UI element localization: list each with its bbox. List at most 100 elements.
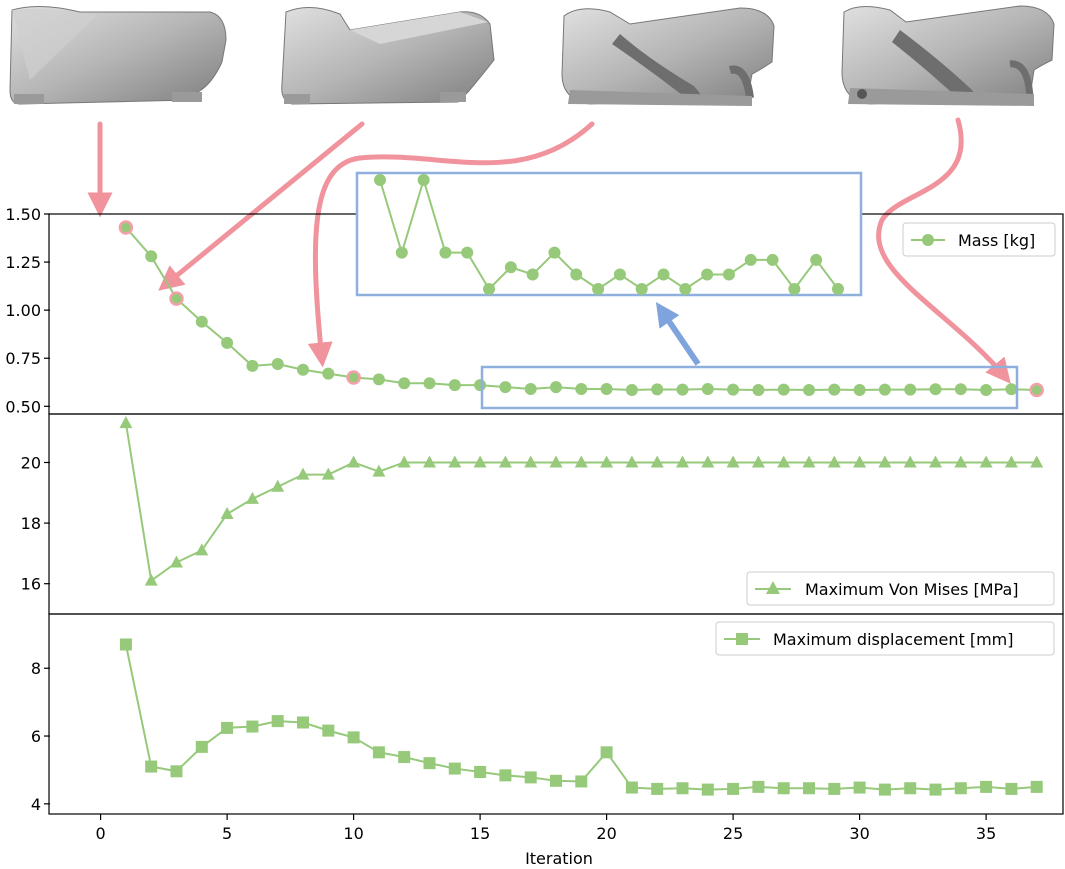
- inset-data-point: [722, 268, 735, 281]
- zoom-region-box: [480, 365, 1019, 410]
- y-tick-label: 4: [31, 795, 41, 814]
- data-point: [701, 783, 714, 796]
- data-point: [170, 765, 183, 778]
- data-point: [929, 383, 942, 396]
- data-point: [625, 455, 639, 468]
- highlighted-point: [1029, 382, 1044, 398]
- legend-stress-label: Maximum Von Mises [MPa]: [805, 580, 1019, 599]
- data-point: [929, 783, 942, 796]
- data-point: [676, 383, 689, 396]
- data-point: [245, 491, 259, 504]
- data-point: [271, 715, 284, 728]
- data-point: [828, 782, 841, 795]
- data-point: [271, 479, 285, 492]
- inset-data-point: [439, 246, 452, 259]
- arrow-iter10: [307, 121, 595, 368]
- data-point: [296, 467, 310, 480]
- data-point: [474, 765, 487, 778]
- data-point: [651, 383, 664, 396]
- data-point: [1004, 455, 1018, 468]
- highlighted-point: [169, 291, 184, 306]
- data-point: [979, 455, 993, 468]
- data-point: [221, 721, 234, 734]
- x-tick-label: 25: [723, 824, 743, 843]
- y-tick-label: 18: [21, 514, 41, 533]
- data-point: [524, 383, 537, 395]
- y-tick-label: 1.50: [5, 205, 41, 224]
- y-tick-label: 16: [21, 575, 41, 594]
- inset-data-point: [483, 283, 496, 295]
- data-point: [271, 358, 284, 370]
- x-tick-label: 5: [222, 824, 232, 843]
- panel-0: 0.500.751.001.251.50: [5, 205, 1044, 416]
- data-point: [473, 455, 487, 468]
- data-point: [474, 379, 487, 392]
- data-point: [878, 783, 891, 796]
- data-point: [322, 367, 335, 380]
- inset-data-point: [395, 246, 408, 259]
- inset-data-point: [613, 268, 626, 281]
- data-point: [195, 315, 208, 328]
- data-point: [448, 762, 461, 775]
- data-point: [524, 771, 537, 784]
- data-point: [170, 555, 183, 568]
- inset-data-point: [570, 268, 583, 281]
- axes-frames: [48, 213, 1064, 815]
- legend-stress: Maximum Von Mises [MPa]: [746, 571, 1055, 606]
- legend-mass: Mass [kg]: [902, 222, 1056, 257]
- data-point: [119, 638, 132, 651]
- inset-data-point: [744, 253, 757, 266]
- data-point: [448, 379, 461, 392]
- data-point: [347, 731, 360, 744]
- inset-data-point: [657, 268, 670, 281]
- series-line: [124, 644, 1037, 791]
- data-point: [246, 720, 259, 733]
- inset-data-point: [526, 268, 539, 281]
- zoom-inset-box: [355, 171, 863, 297]
- x-tick-label: 35: [976, 824, 996, 843]
- data-point: [524, 455, 538, 468]
- data-point: [954, 383, 967, 396]
- data-point: [1005, 782, 1018, 795]
- data-point: [625, 781, 638, 794]
- data-point: [574, 455, 588, 468]
- legend-mass-label: Mass [kg]: [958, 231, 1035, 250]
- data-point: [398, 751, 411, 764]
- data-point: [195, 543, 209, 556]
- data-point: [221, 336, 234, 349]
- data-point: [423, 757, 436, 770]
- data-point: [727, 782, 740, 795]
- highlighted-point: [118, 220, 134, 235]
- data-point: [726, 455, 740, 468]
- data-point: [600, 455, 614, 468]
- part-shape-final-icon: [841, 5, 1055, 106]
- y-tick-label: 8: [31, 659, 41, 678]
- data-point: [297, 363, 309, 376]
- data-point: [423, 377, 436, 390]
- inset-data-point: [635, 283, 648, 295]
- data-point: [777, 383, 790, 396]
- data-point: [1030, 780, 1043, 793]
- highlight-arrows: [87, 117, 1011, 384]
- data-point: [802, 455, 816, 468]
- data-point: [575, 383, 588, 395]
- y-tick-label: 0.75: [5, 349, 41, 368]
- inset-data-point: [548, 246, 561, 259]
- data-point: [929, 455, 942, 468]
- data-point: [777, 455, 791, 468]
- data-point: [372, 373, 385, 386]
- data-point: [803, 383, 815, 396]
- data-point: [119, 416, 133, 429]
- data-point: [777, 782, 790, 795]
- data-point: [752, 780, 765, 793]
- data-point: [499, 769, 512, 782]
- x-tick-label: 20: [596, 824, 616, 843]
- data-point: [600, 383, 613, 395]
- part-shape-initial-icon: [9, 5, 227, 105]
- highlighted-point: [346, 370, 361, 385]
- data-point: [954, 782, 967, 795]
- inset-data-point: [810, 253, 823, 266]
- series-line: [124, 422, 1037, 583]
- inset-data-point: [701, 268, 714, 281]
